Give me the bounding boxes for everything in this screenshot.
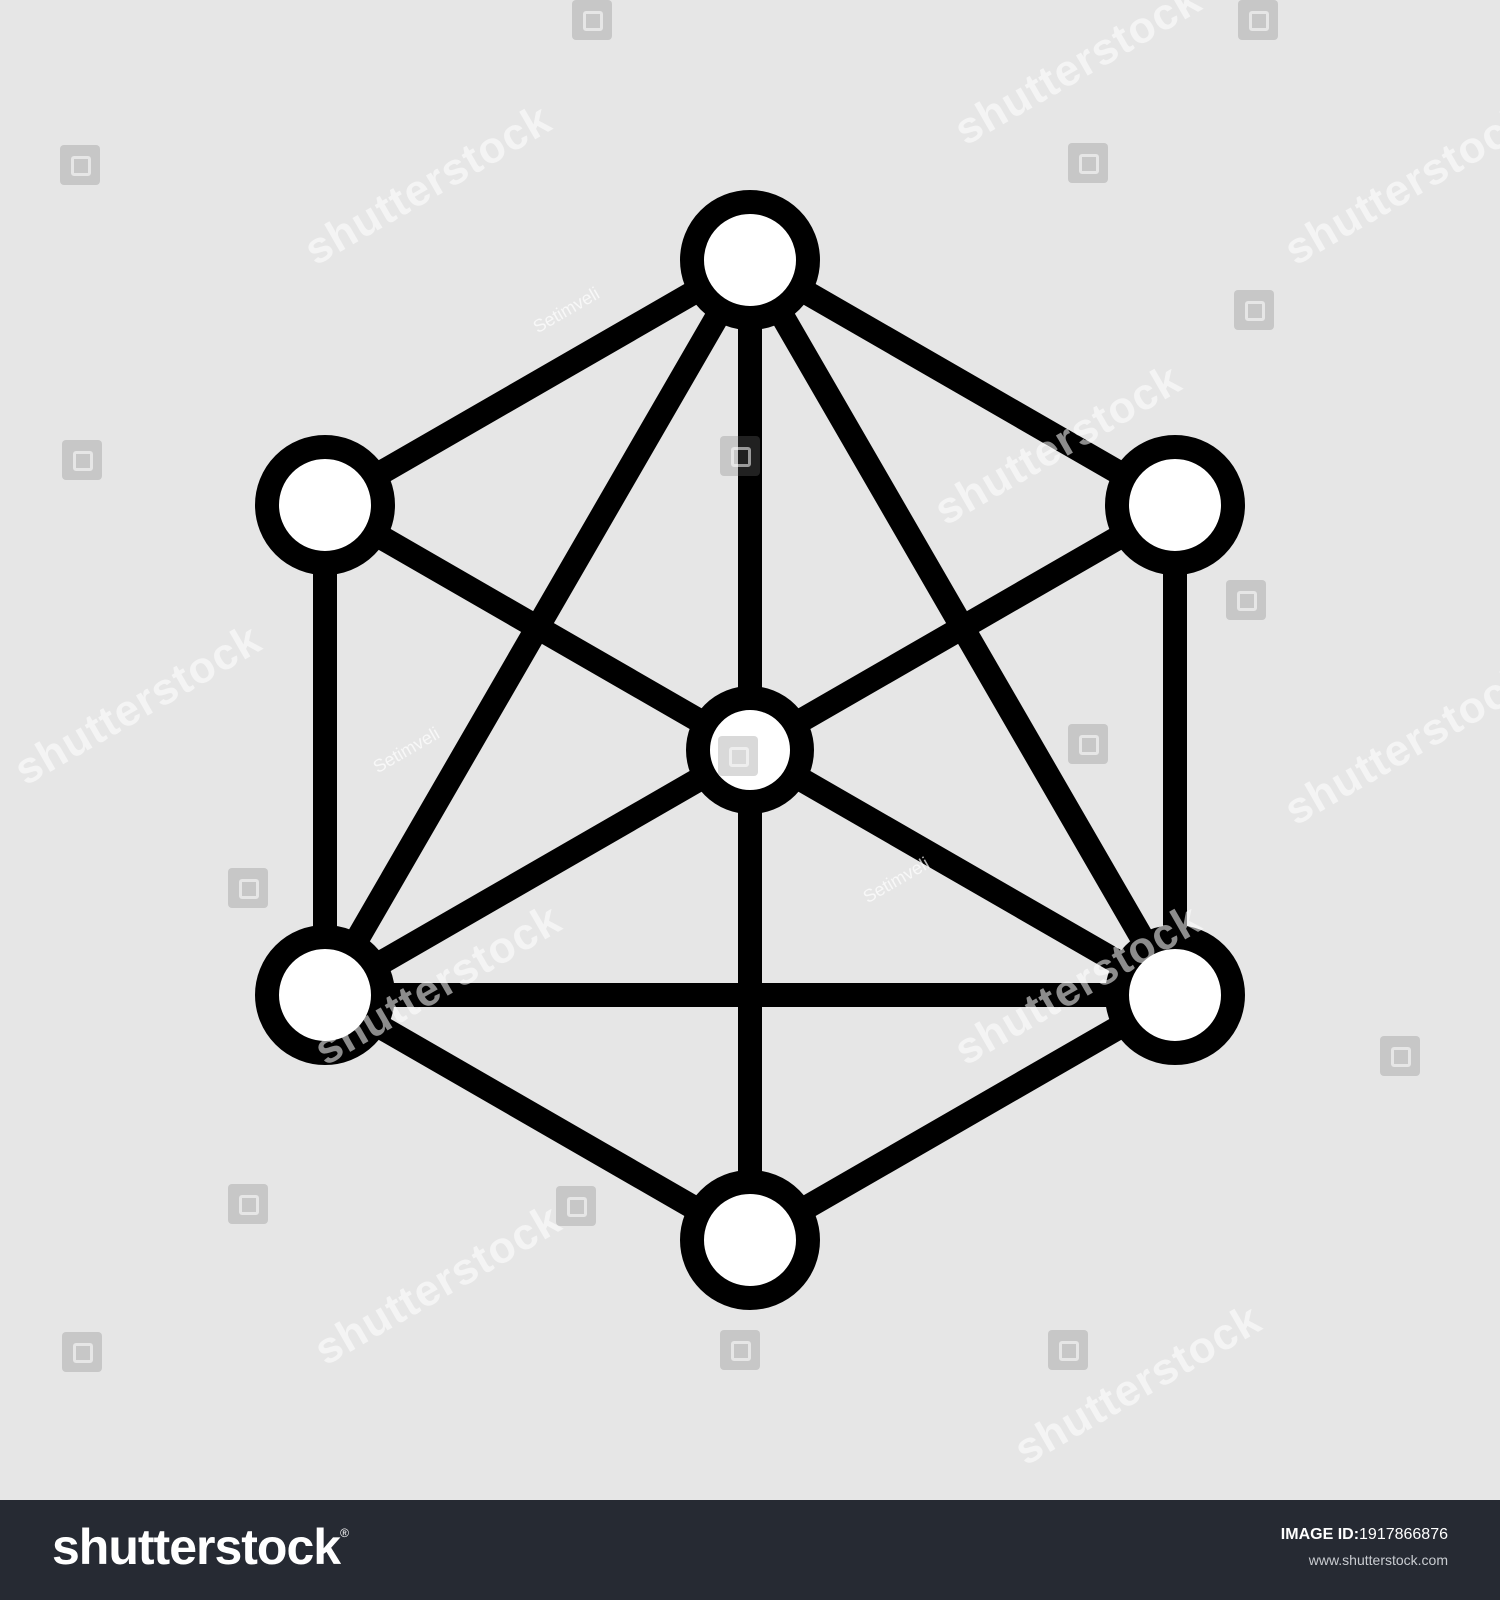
edge-lower-right-bottom <box>744 984 1181 1251</box>
edge-upper-left-center <box>319 494 756 761</box>
edge-lower-left-bottom <box>319 984 756 1251</box>
node-top <box>680 190 820 330</box>
edge-top-upper-right <box>744 249 1181 516</box>
edge-center-lower-right <box>744 739 1181 1006</box>
image-id: IMAGE ID:1917866876 <box>1281 1526 1448 1544</box>
node-bottom <box>680 1170 820 1310</box>
node-upper-left <box>255 435 395 575</box>
node-lower-left <box>255 925 395 1065</box>
node-lower-right <box>1105 925 1245 1065</box>
footer-bar: shutterstock® IMAGE ID:1917866876 www.sh… <box>0 1500 1500 1600</box>
footer-url: www.shutterstock.com <box>1308 1552 1448 1568</box>
network-hexagon-icon <box>255 190 1245 1310</box>
edge-center-lower-left <box>319 739 756 1006</box>
image-id-label: IMAGE ID: <box>1280 1526 1360 1543</box>
footer-logo-text: shutterstock <box>52 1519 341 1575</box>
image-id-value: 1917866876 <box>1359 1526 1448 1543</box>
footer-logo-mark: ® <box>340 1526 349 1540</box>
node-center <box>686 686 814 814</box>
edge-upper-right-center <box>744 494 1181 761</box>
node-upper-right <box>1105 435 1245 575</box>
footer-logo: shutterstock® <box>52 1518 349 1576</box>
edge-top-upper-left <box>319 249 756 516</box>
